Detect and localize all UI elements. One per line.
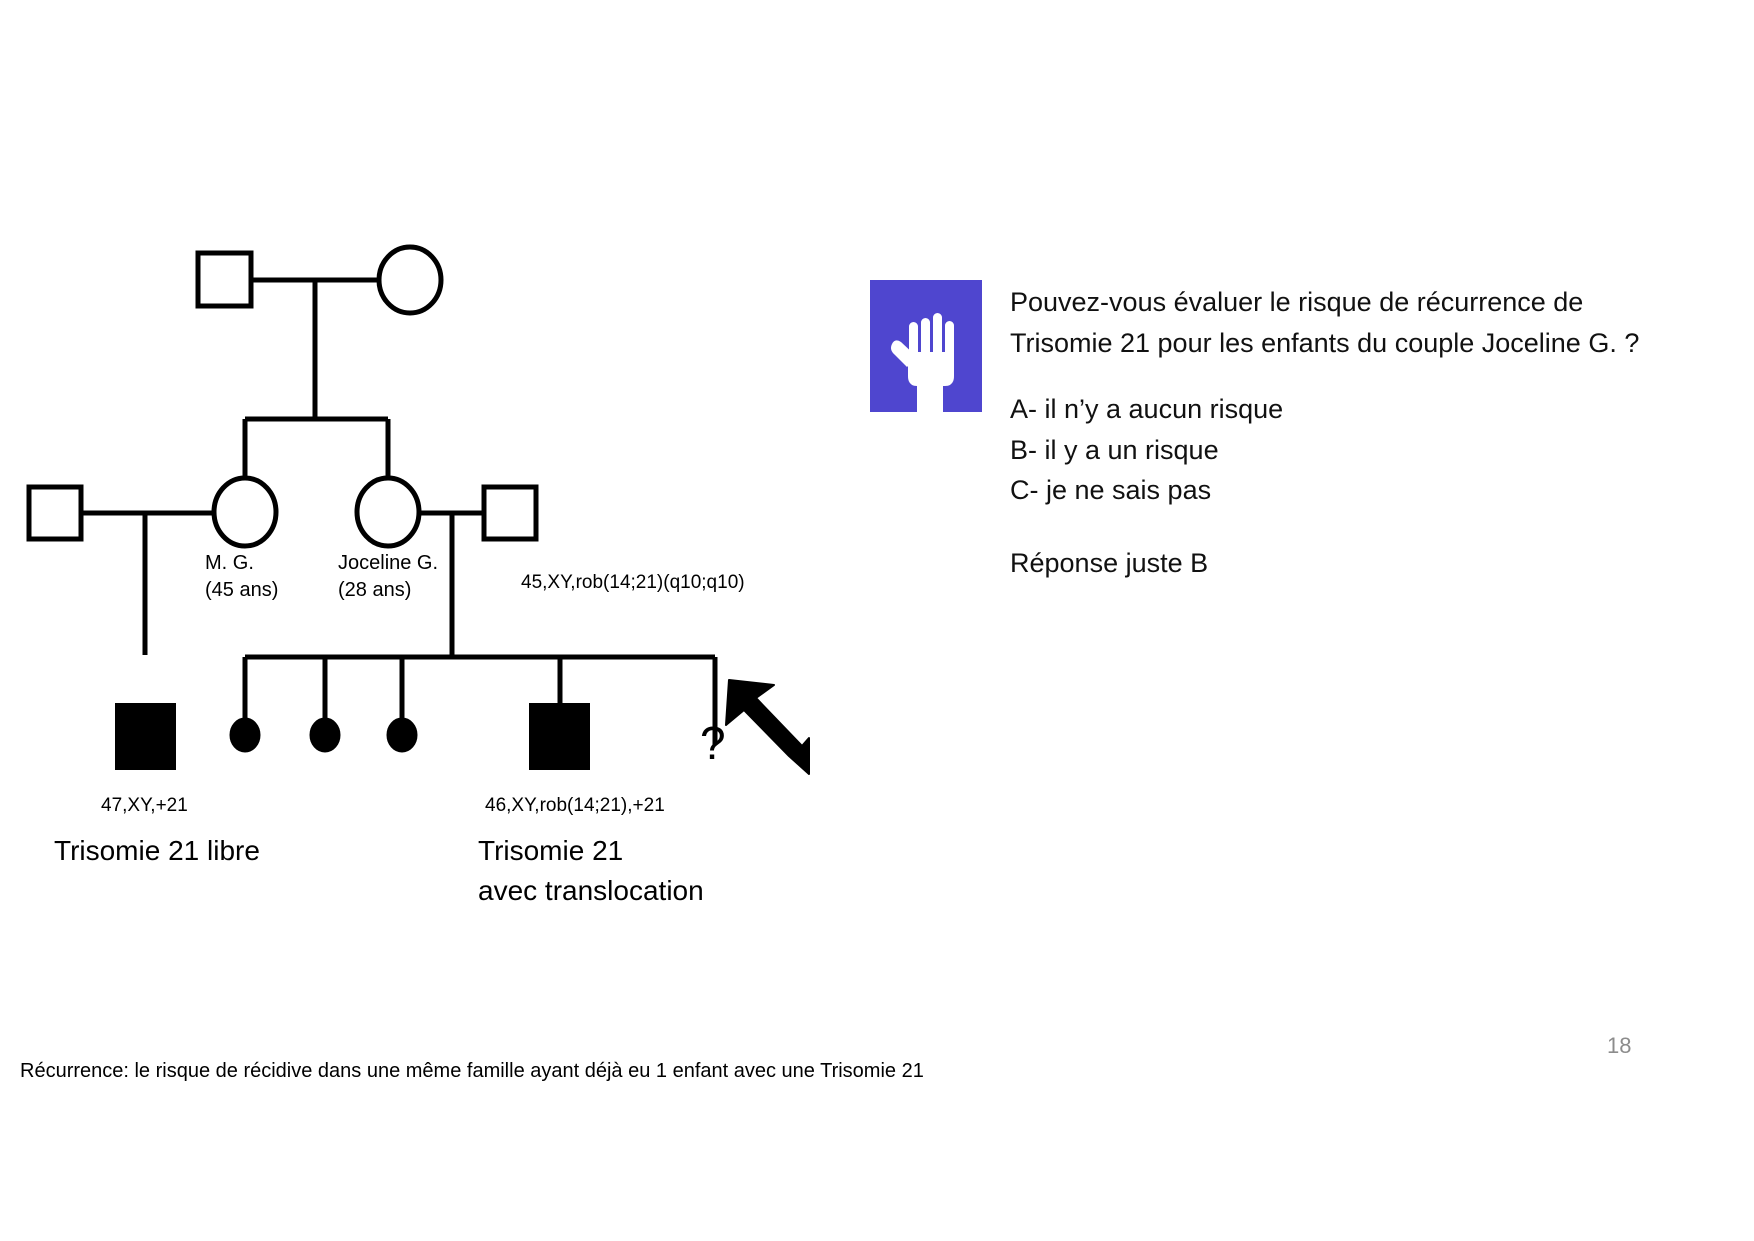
caption-son1: Trisomie 21 libre [54,835,260,866]
symbol-joceline-circle [354,475,422,549]
symbol-grandmother-circle [376,244,444,316]
symbol-child3-dot [386,717,418,753]
label-mg-name: M. G. [205,552,254,574]
option-a[interactable]: A- il n’y a aucun risque [1010,394,1284,424]
label-joceline-age: (28 ans) [338,579,412,601]
caption-son2-line1: Trisomie 21 [478,835,624,866]
symbol-joceline-partner-square [481,484,539,542]
option-c[interactable]: C- je ne sais pas [1010,475,1212,505]
symbol-child1-dot [229,717,261,753]
label-father-karyotype: 45,XY,rob(14;21)(q10;q10) [521,572,745,593]
symbol-mg-partner-square [26,484,84,542]
pointer-arrow-icon [725,679,810,775]
question-line-2: Trisomie 21 pour les enfants du couple J… [1010,327,1640,358]
text-spacer [1010,363,1670,389]
symbol-son2-affected-square [529,703,590,770]
symbol-child2-dot [309,717,341,753]
question-text-block: Pouvez-vous évaluer le risque de récurre… [1010,282,1670,583]
raised-hand-badge [870,280,982,412]
pedigree-svg [26,244,810,775]
page-number: 18 [1607,1033,1632,1058]
symbol-grandfather-square [195,250,254,309]
label-joceline-name: Joceline G. [338,552,439,574]
footnote-text: Récurrence: le risque de récidive dans u… [20,1060,924,1082]
raised-hand-icon [891,313,954,412]
label-mg-age: (45 ans) [205,579,279,601]
caption-son2-line2: avec translocation [478,875,704,906]
symbol-mg-circle [211,475,279,549]
label-unknown-marker: ? [700,717,726,769]
label-son1-karyotype: 47,XY,+21 [101,795,188,816]
label-son2-karyotype: 46,XY,rob(14;21),+21 [485,795,665,816]
symbol-son1-affected-square [115,703,176,770]
question-line-1: Pouvez-vous évaluer le risque de récurre… [1010,287,1584,317]
option-b[interactable]: B- il y a un risque [1010,434,1219,465]
pedigree-chart: M. G. (45 ans) Joceline G. (28 ans) 45,X… [0,0,900,950]
correct-answer-text: Réponse juste B [1010,547,1209,578]
